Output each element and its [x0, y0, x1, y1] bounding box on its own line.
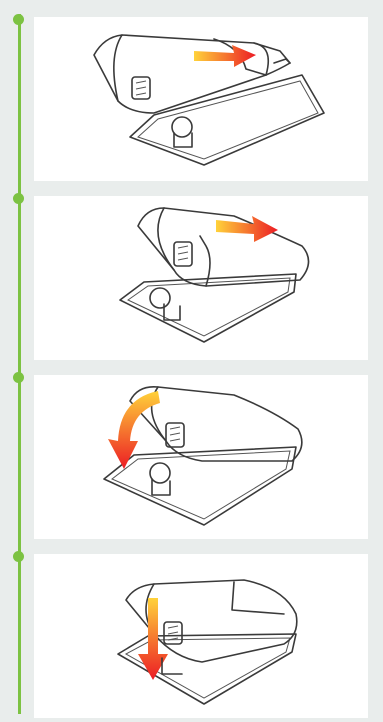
step-4-panel	[34, 554, 368, 718]
step-1-panel	[34, 17, 368, 181]
lift-arrow-icon	[108, 391, 160, 469]
slide-arrow-icon	[194, 45, 256, 67]
battery-lower-illustration	[34, 554, 368, 718]
timeline-line	[18, 14, 21, 714]
step-2-panel	[34, 196, 368, 360]
step-3-dot	[13, 372, 24, 383]
slide-arrow-icon	[216, 216, 278, 242]
battery-slide-illustration	[34, 196, 368, 360]
step-3-panel	[34, 375, 368, 539]
step-2-dot	[13, 193, 24, 204]
step-4-dot	[13, 551, 24, 562]
step-1-dot	[13, 14, 24, 25]
battery-slide-illustration	[34, 17, 368, 181]
battery-lift-illustration	[34, 375, 368, 539]
